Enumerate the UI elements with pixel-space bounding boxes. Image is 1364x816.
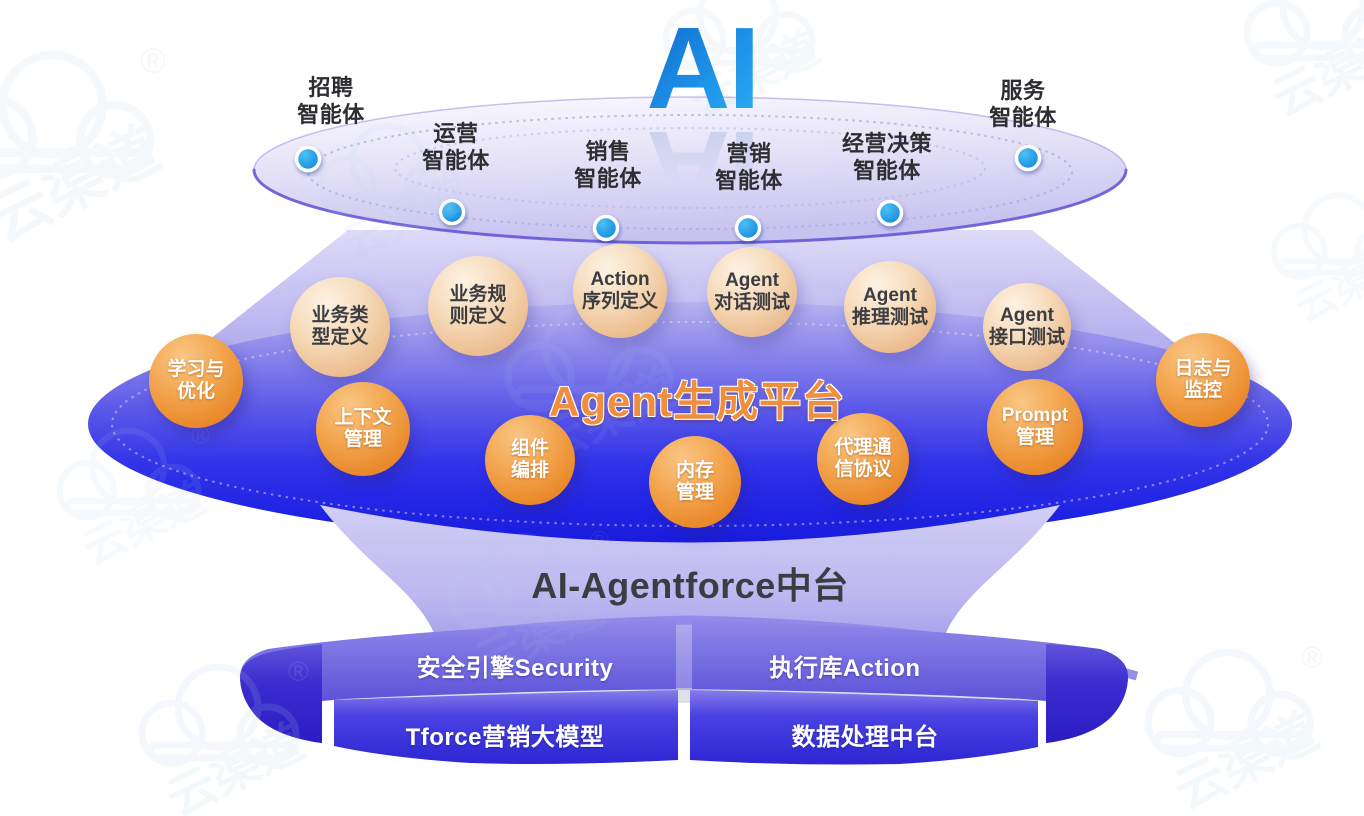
bubble-context-management: 上下文 管理: [316, 382, 410, 476]
dot-sales-agent: [592, 214, 620, 242]
bubble-business-type-definition: 业务类 型定义: [290, 277, 390, 377]
dot-recruiting-agent: [294, 145, 322, 173]
bubble-business-rule-definition: 业务规 则定义: [428, 256, 528, 356]
cylinder-bottom-right-bar: [690, 690, 1038, 765]
base-module-action-library: 执行库Action: [769, 655, 921, 682]
bubble-agent-dialog-test: Agent 对话测试: [707, 247, 797, 337]
agent-label-sales: 销售 智能体: [574, 139, 642, 192]
orbit-dotted-ring-outer: [307, 114, 1073, 230]
agent-platform-title: Agent生成平台: [549, 378, 845, 425]
cylinder-right-cap: [1046, 644, 1128, 743]
agent-label-service: 服务 智能体: [989, 78, 1057, 131]
bubble-agent-reasoning-test: Agent 推理测试: [844, 261, 936, 353]
bubble-learning-optimization: 学习与 优化: [149, 334, 243, 428]
base-module-security-engine: 安全引擎Security: [416, 655, 614, 682]
bubble-prompt-management: Prompt 管理: [987, 379, 1083, 475]
bubble-component-orchestration: 组件 编排: [485, 415, 575, 505]
middle-platform-title: AI-Agentforce中台: [531, 565, 849, 606]
bubble-agent-communication-protocol: 代理通 信协议: [817, 413, 909, 505]
base-module-tforce-model: Tforce营销大模型: [405, 724, 605, 751]
bubble-log-monitoring: 日志与 监控: [1156, 333, 1250, 427]
top-platter-front-edge: [252, 168, 1128, 245]
orbit-dotted-ring-inner: [394, 127, 986, 209]
agent-label-business-decision: 经营决策 智能体: [841, 131, 932, 184]
bubble-action-sequence-definition: Action 序列定义: [573, 244, 667, 338]
agent-label-marketing: 营销 智能体: [715, 141, 783, 194]
dot-decision-agent: [876, 199, 904, 227]
agent-platform-ellipse: [88, 302, 1292, 546]
bubble-agent-interface-test: Agent 接口测试: [983, 283, 1071, 371]
cylinder-top-left-segment: [240, 620, 676, 743]
base-module-data-platform: 数据处理中台: [791, 724, 939, 751]
dot-marketing-agent: [734, 214, 762, 242]
ai-main-title: AI: [630, 5, 775, 136]
bubble-memory-management: 内存 管理: [649, 436, 741, 528]
cylinder-bottom-left-bar: [334, 690, 678, 764]
dot-service-agent: [1014, 144, 1042, 172]
agent-label-recruiting: 招聘 智能体: [297, 75, 365, 128]
cylinder-top-right-segment: [692, 620, 1128, 743]
agent-label-operations: 运营 智能体: [422, 121, 490, 174]
